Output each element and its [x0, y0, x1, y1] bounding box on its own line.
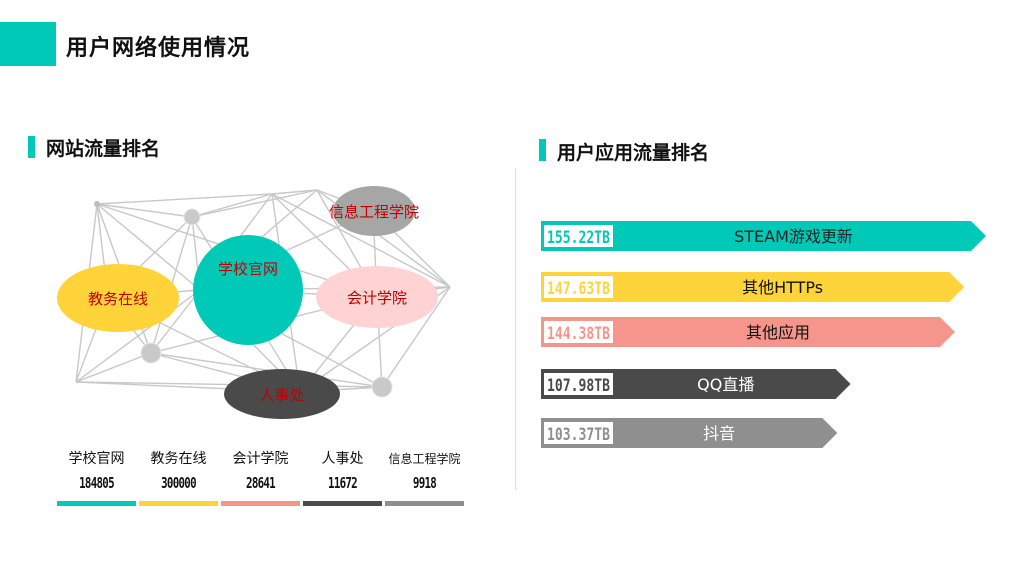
bubble-label: 学校官网: [218, 260, 278, 278]
site-column: 人事处 11672: [303, 448, 382, 506]
bubble-shape: [193, 235, 303, 345]
bubble-accounting[interactable]: 会计学院: [316, 266, 438, 328]
app-bar-value-label: 147.63TB: [547, 279, 610, 299]
title-accent-block: [0, 22, 56, 66]
network-node: [371, 376, 393, 398]
app-bar-row[interactable]: 147.63TB 其他HTTPs: [541, 272, 965, 302]
network-link: [381, 286, 451, 388]
network-node: [140, 342, 162, 364]
site-value: 300000: [161, 474, 196, 492]
site-name: 学校官网: [68, 451, 125, 467]
network-node: [94, 201, 100, 207]
app-bar-value-label: 107.98TB: [547, 376, 610, 396]
bubble-shape: [57, 264, 179, 332]
site-column: 会计学院 28641: [221, 448, 300, 506]
bubble-label: 教务在线: [88, 290, 148, 308]
network-link: [191, 189, 318, 218]
network-link: [150, 289, 201, 354]
site-name: 会计学院: [232, 451, 289, 467]
bubble-jiaowu[interactable]: 教务在线: [57, 264, 179, 332]
app-bar: [541, 418, 838, 448]
site-column: 信息工程学院 9918: [385, 448, 464, 506]
site-name: 教务在线: [150, 451, 207, 467]
app-bar-value-label: 155.22TB: [547, 228, 610, 248]
site-value: 184805: [79, 474, 114, 492]
bubble-label: 会计学院: [347, 289, 407, 307]
site-value: 9918: [412, 474, 437, 492]
app-bar-value-box: [544, 276, 613, 298]
site-color-line: [221, 501, 300, 506]
app-bar-row[interactable]: 144.38TB 其他应用: [541, 317, 955, 347]
app-bar-value-box: [544, 321, 613, 343]
section-divider: [515, 168, 516, 490]
bubble-hr[interactable]: 人事处: [224, 369, 340, 419]
bubble-label: 信息工程学院: [329, 203, 419, 221]
site-column: 学校官网 184805: [57, 448, 136, 506]
app-bar-row[interactable]: 107.98TB QQ直播: [541, 369, 851, 399]
network-link: [75, 352, 152, 383]
app-bar-row[interactable]: 155.22TB STEAM游戏更新: [541, 221, 986, 251]
site-name: 人事处: [321, 451, 364, 467]
network-link: [96, 203, 201, 291]
site-color-line: [385, 501, 464, 506]
app-bar-value-box: [544, 422, 613, 444]
right-section-title: 用户应用流量排名: [557, 142, 710, 164]
app-bar-category-label: QQ直播: [697, 375, 754, 394]
app-bar-value-box: [544, 373, 613, 395]
app-bar-category-label: 其他HTTPs: [742, 278, 823, 297]
network-node: [183, 208, 201, 226]
site-name: 信息工程学院: [388, 452, 461, 466]
bubble-shape: [333, 186, 415, 236]
app-bar-row[interactable]: 103.37TB 抖音: [541, 418, 838, 448]
bubble-label: 人事处: [259, 386, 304, 404]
app-bar-category-label: 抖音: [703, 424, 735, 443]
app-bar-value-label: 144.38TB: [547, 324, 610, 344]
app-bar-category-label: 其他应用: [746, 323, 810, 342]
bubble-shape: [316, 266, 438, 328]
network-link: [191, 193, 273, 218]
page-title: 用户网络使用情况: [66, 36, 251, 61]
network-link: [96, 193, 273, 205]
site-color-line: [139, 501, 218, 506]
app-traffic-bar-chart: 155.22TB STEAM游戏更新 147.63TB 其他HTTPs 144.38TB…: [541, 221, 986, 448]
app-bar: [541, 272, 965, 302]
app-bar: [541, 369, 851, 399]
app-bar-value-box: [544, 225, 613, 247]
site-value: 28641: [246, 474, 276, 492]
site-color-line: [303, 501, 382, 506]
bubble-info-eng[interactable]: 信息工程学院: [329, 186, 419, 236]
network-link: [271, 193, 451, 288]
left-section-marker: [28, 136, 35, 158]
app-bar-category-label: STEAM游戏更新: [734, 227, 853, 246]
app-bar: [541, 221, 986, 251]
site-color-line: [57, 501, 136, 506]
bubble-school-site[interactable]: 学校官网: [193, 235, 303, 345]
bubble-shape: [224, 369, 340, 419]
app-bar-value-label: 103.37TB: [547, 425, 610, 445]
network-link: [271, 189, 318, 195]
left-section-title: 网站流量排名: [46, 138, 161, 160]
network-link: [96, 203, 193, 218]
site-column: 教务在线 300000: [139, 448, 218, 506]
site-value: 11672: [328, 474, 358, 492]
app-bar: [541, 317, 955, 347]
right-section-marker: [539, 139, 546, 161]
